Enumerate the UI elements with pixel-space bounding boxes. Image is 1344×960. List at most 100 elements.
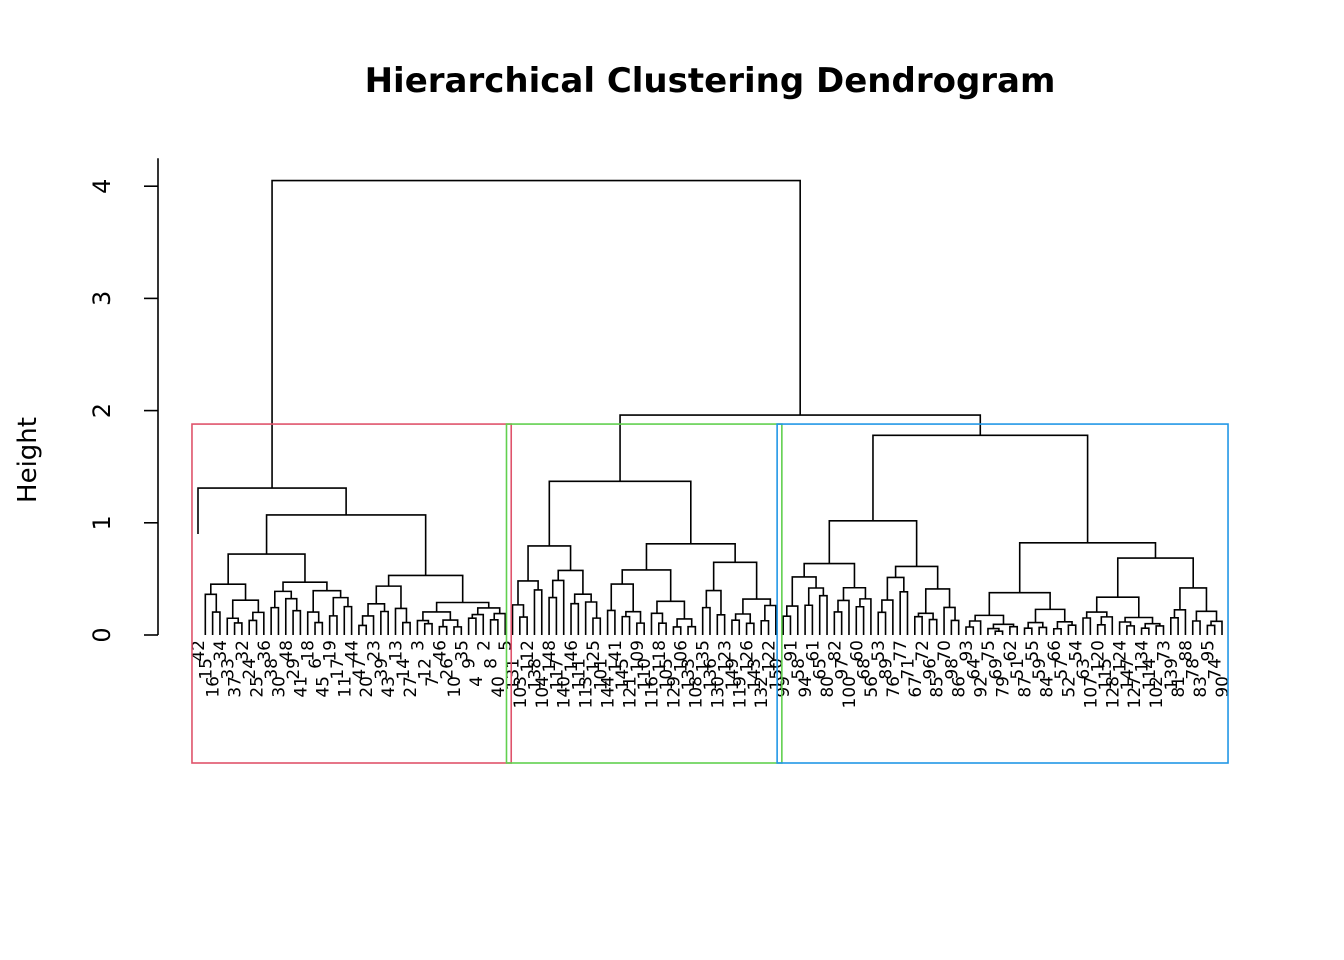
leaf-label: 68	[855, 658, 875, 680]
leaf-label: 14	[394, 658, 414, 680]
branch-link-54	[606, 609, 616, 635]
leaf-label: 77	[891, 640, 911, 662]
branch-link-78	[782, 615, 792, 635]
leaf-label: 2	[474, 640, 494, 651]
leaf-label: 75	[979, 640, 999, 662]
branch-link-102	[965, 626, 975, 635]
leaf-label: 32	[233, 640, 253, 662]
branch-link-14	[328, 615, 338, 635]
leaf-label: 6	[306, 658, 326, 669]
branch-link-118	[1096, 624, 1106, 635]
leaf-label: 64	[964, 658, 984, 680]
branch-link-90	[877, 611, 887, 635]
leaf-label: 69	[986, 658, 1006, 680]
leaf-label: 132	[752, 676, 772, 708]
leaf-label: 16	[204, 676, 224, 698]
leaf-label: 67	[906, 676, 926, 698]
branch-link-67	[716, 614, 726, 635]
leaf-label: 144	[599, 676, 619, 708]
leaf-label: 73	[1154, 640, 1174, 662]
branch-link-36	[493, 612, 506, 635]
leaf-label: 138	[525, 658, 545, 690]
branch-link-31	[442, 619, 459, 627]
leaf-label: 27	[401, 676, 421, 698]
branch-link-108	[974, 614, 1005, 625]
branch-link-46	[548, 596, 558, 635]
branch-link-59	[658, 622, 667, 635]
leaf-label: 118	[650, 640, 670, 672]
branch-link-10	[284, 597, 298, 635]
leaf-label: 3	[408, 640, 428, 651]
branch-link-5	[252, 611, 265, 635]
branch-link-88	[842, 586, 867, 601]
leaf-label: 61	[803, 640, 823, 662]
branch-link-23	[367, 603, 386, 616]
leaf-label: 96	[920, 658, 940, 680]
leaf-label: 30	[269, 676, 289, 698]
leaf-label: 60	[847, 640, 867, 662]
leaf-label: 23	[365, 640, 385, 662]
branch-link-93	[886, 576, 905, 601]
leaf-label: 114	[1140, 658, 1160, 690]
leaf-label: 87	[1016, 676, 1036, 698]
leaf-label: 33	[218, 658, 238, 680]
leaf-label: 35	[452, 640, 472, 662]
leaf-label: 74	[1206, 658, 1226, 680]
chart-title: Hierarchical Clustering Dendrogram	[365, 61, 1056, 101]
branch-link-101	[828, 520, 918, 567]
branch-link-66	[701, 606, 711, 635]
branch-link-61	[672, 626, 682, 635]
leaf-label: 10	[445, 676, 465, 698]
leaf-label: 43	[379, 676, 399, 698]
leaf-label: 13	[386, 640, 406, 662]
y-tick-label-4: 4	[88, 179, 116, 194]
leaf-label: 107	[1081, 676, 1101, 708]
leaf-label: 52	[1059, 676, 1079, 698]
branch-link-64	[656, 600, 686, 619]
branch-link-35	[489, 619, 499, 635]
leaf-label: 8	[482, 658, 502, 669]
leaf-label: 42	[189, 640, 209, 662]
leaf-label: 149	[723, 658, 743, 690]
leaf-label: 147	[1118, 658, 1138, 690]
branch-link-52	[557, 569, 584, 595]
branch-link-132	[1210, 620, 1223, 635]
branch-link-40	[265, 514, 427, 576]
branch-link-76	[645, 543, 736, 570]
branch-link-80	[804, 604, 814, 635]
branch-link-8	[270, 606, 280, 635]
leaf-label: 79	[994, 676, 1014, 698]
branch-link-97	[950, 619, 960, 635]
y-tick-label-1: 1	[88, 515, 116, 530]
y-tick-label-3: 3	[88, 291, 116, 306]
leaf-label: 112	[518, 640, 538, 672]
branch-link-103	[968, 620, 982, 635]
branch-link-121	[1126, 625, 1136, 635]
leaf-label: 54	[1067, 640, 1087, 662]
branch-link-2	[233, 622, 243, 635]
branch-link-6	[231, 599, 260, 619]
cluster-box-1	[191, 423, 513, 764]
leaf-label: 45	[313, 676, 333, 698]
leaf-label: 7	[423, 676, 443, 687]
branch-link-125	[1144, 622, 1161, 629]
leaf-label: 100	[840, 676, 860, 708]
branch-link-73	[764, 604, 777, 635]
leaf-label: 121	[621, 676, 641, 708]
leaf-label: 122	[760, 640, 780, 672]
leaf-label: 25	[248, 676, 268, 698]
branch-link-44	[533, 589, 543, 635]
branch-link-28	[416, 619, 430, 635]
branch-link-130	[1191, 620, 1201, 635]
leaf-label: 24	[240, 658, 260, 680]
branch-link-32	[422, 611, 452, 621]
branch-link-113	[1067, 624, 1077, 635]
branch-link-9	[292, 609, 302, 635]
branch-link-42	[519, 616, 528, 635]
leaf-label: 4	[467, 676, 487, 687]
leaf-label: 15	[196, 658, 216, 680]
branch-link-60	[650, 612, 664, 635]
leaf-label: 117	[547, 658, 567, 690]
branch-link-41	[197, 487, 347, 535]
leaf-label: 92	[972, 676, 992, 698]
